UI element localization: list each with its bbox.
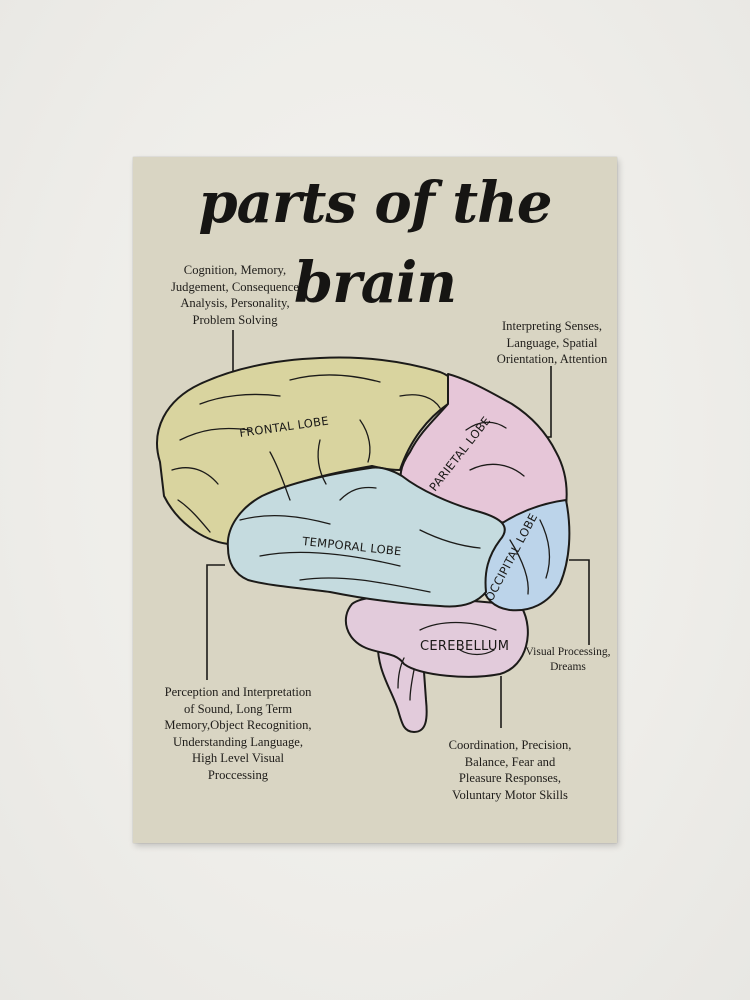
frontal-lobe-description: Cognition, Memory, Judgement, Consequenc… bbox=[170, 263, 299, 327]
cerebellum-region bbox=[344, 595, 529, 678]
gyri-detail bbox=[171, 374, 551, 701]
poster-title: parts of the brain bbox=[198, 170, 553, 316]
cerebellum-label: CEREBELLUM bbox=[420, 639, 509, 654]
temporal-connector bbox=[206, 564, 225, 680]
parietal-lobe-description: Interpreting Senses, Language, Spatial O… bbox=[496, 319, 608, 366]
occipital-connector bbox=[569, 559, 590, 645]
temporal-lobe-description: Perception and Interpretation of Sound, … bbox=[164, 685, 312, 782]
occipital-lobe-description: Visual Processing, Dreams bbox=[525, 646, 611, 673]
cerebellum-description: Coordination, Precision, Balance, Fear a… bbox=[448, 738, 572, 802]
